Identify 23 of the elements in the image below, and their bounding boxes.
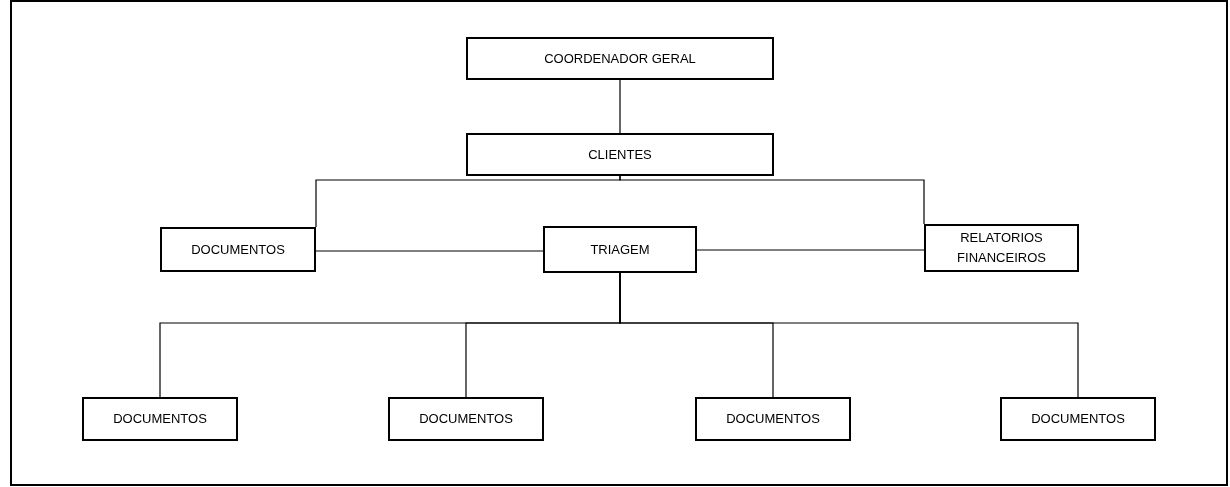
org-box — [160, 227, 316, 272]
box-label: COORDENADOR GERAL — [544, 49, 696, 68]
box-label: RELATORIOS FINANCEIROS — [956, 229, 1047, 267]
org-box — [1000, 397, 1156, 441]
connector-line — [315, 250, 544, 252]
org-box — [82, 397, 238, 441]
box-label: DOCUMENTOS — [726, 410, 820, 428]
org-box — [543, 226, 697, 273]
org-box — [695, 397, 851, 441]
org-box — [466, 37, 774, 80]
box-label: DOCUMENTOS — [419, 410, 513, 428]
org-box — [388, 397, 544, 441]
box-label: DOCUMENTOS — [113, 410, 207, 428]
box-label: CLIENTES — [588, 145, 652, 164]
connector-line — [619, 79, 621, 134]
connector-line — [619, 175, 925, 225]
box-label: TRIAGEM — [590, 240, 650, 259]
org-box — [924, 224, 1079, 272]
box-label: DOCUMENTOS — [191, 240, 285, 259]
connector-line — [619, 272, 1079, 398]
connector-line — [696, 249, 925, 251]
box-label: DOCUMENTOS — [1031, 410, 1125, 428]
org-box — [466, 133, 774, 176]
